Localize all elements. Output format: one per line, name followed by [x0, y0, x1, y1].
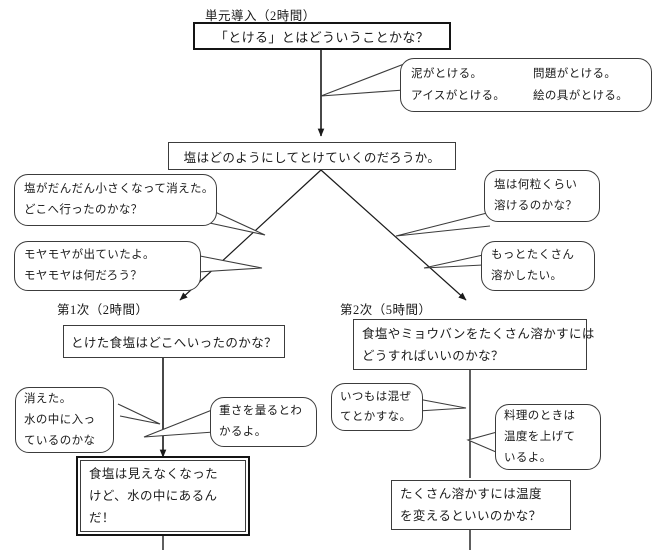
bubble-stage2-right-line-1: 料理のときは: [504, 409, 576, 422]
box-stage2-question-line-2: どうすればいいのかな？: [362, 348, 504, 363]
bubble-stage1-right-line-1: 重さを量るとわ: [219, 405, 303, 417]
bubble-tail-stage1-right: [143, 409, 215, 438]
bubble-stage2-right-line-2: 温度を上げて: [504, 430, 576, 443]
bubble-left-lower-line-1: モヤモヤが出ていたよ。: [24, 249, 155, 261]
box-stage1-conclusion-line-1: 食塩は見えなくなった: [89, 467, 219, 481]
bubble-left-upper-line-1: 塩がだんだん小さくなって消えた。: [24, 183, 214, 195]
bubble-intro-row-2: アイスがとける。 絵の具がとける。: [411, 85, 641, 107]
bubble-tail-left-lower: [197, 255, 263, 273]
bubble-right-upper-line-2: 溶けるのかな？: [494, 200, 578, 212]
bubble-left-lower[interactable]: モヤモヤが出ていたよ。 モヤモヤは何だろう？: [14, 241, 201, 291]
bubble-stage2-right[interactable]: 料理のときは 温度を上げて いるよ。: [495, 404, 601, 470]
bubble-stage2-right-line-3: いるよ。: [504, 451, 552, 464]
box-stage1-conclusion-line-3: だ！: [89, 511, 115, 525]
bubble-right-lower[interactable]: もっとたくさん 溶かしたい。: [481, 241, 595, 291]
box-stage1-question-line-1: とけた食塩はどこへいったのかな？: [70, 336, 278, 350]
box-intro-question-line-1: 「とける」とはどういうことかな？: [214, 29, 430, 45]
bubble-right-upper-line-1: 塩は何粒くらい: [494, 179, 578, 191]
box-stage2-followup-line-2: を変えるといいのかな？: [400, 509, 542, 523]
bubble-stage1-left-line-3: ているのかな: [24, 434, 96, 447]
caption-stage2: 第2次（5時間）: [340, 303, 432, 317]
bubble-tail-stage1-left: [117, 403, 161, 425]
box-main-question-line-1: 塩はどのようにしてとけていくのだろうか。: [183, 150, 441, 165]
bubble-stage2-left-line-1: いつもは混ぜ: [340, 391, 412, 403]
bubble-intro-col1-line-1: 泥がとける。: [411, 68, 483, 80]
caption-stage1: 第1次（2時間）: [57, 303, 149, 317]
box-stage2-followup-line-1: たくさん溶かすには温度: [400, 487, 542, 501]
box-main-question[interactable]: 塩はどのようにしてとけていくのだろうか。: [168, 142, 456, 170]
bubble-stage1-left-line-2: 水の中に入っ: [24, 413, 96, 426]
bubble-intro-col2-line-1: 問題がとける。: [533, 68, 617, 80]
bubble-intro-row-1: 泥がとける。 問題がとける。: [411, 63, 641, 85]
bubble-right-upper[interactable]: 塩は何粒くらい 溶けるのかな？: [484, 170, 600, 222]
box-stage1-conclusion-line-2: けど、水の中にあるん: [89, 489, 218, 503]
bubble-intro-examples[interactable]: 泥がとける。 問題がとける。 アイスがとける。 絵の具がとける。: [400, 58, 652, 112]
connector-main-to-stage2: [320, 169, 467, 301]
bubble-left-lower-line-2: モヤモヤは何だろう？: [24, 270, 143, 282]
box-stage2-question-line-1: 食塩やミョウバンをたくさん溶かすには: [362, 326, 595, 341]
bubble-tail-intro-examples: [320, 63, 405, 97]
bubble-stage1-right[interactable]: 重さを量るとわ かるよ。: [210, 397, 317, 447]
bubble-stage2-left-line-2: てとかすな。: [340, 411, 412, 423]
box-stage2-followup[interactable]: たくさん溶かすには温度 を変えるといいのかな？: [391, 480, 571, 530]
bubble-intro-col2-line-2: 絵の具がとける。: [533, 90, 629, 102]
bubble-stage1-right-line-2: かるよ。: [219, 426, 267, 438]
bubble-stage2-left[interactable]: いつもは混ぜ てとかすな。: [331, 383, 423, 431]
bubble-tail-right-lower: [423, 254, 484, 269]
bubble-stage1-left-line-1: 消えた。: [24, 392, 72, 405]
bubble-right-lower-line-1: もっとたくさん: [491, 249, 575, 261]
bubble-left-upper-line-2: どこへ行ったのかな？: [24, 204, 143, 216]
bubble-intro-col1-line-2: アイスがとける。: [411, 90, 506, 102]
box-intro-question[interactable]: 「とける」とはどういうことかな？: [193, 22, 451, 50]
box-stage1-conclusion[interactable]: 食塩は見えなくなった けど、水の中にあるん だ！: [76, 456, 250, 536]
box-stage2-question[interactable]: 食塩やミョウバンをたくさん溶かすには どうすればいいのかな？: [353, 319, 595, 370]
box-stage1-question[interactable]: とけた食塩はどこへいったのかな？: [63, 325, 285, 358]
bubble-stage1-left[interactable]: 消えた。 水の中に入っ ているのかな: [15, 387, 114, 453]
caption-unit-intro: 単元導入（2時間）: [205, 9, 316, 23]
bubble-tail-right-upper: [395, 212, 491, 237]
bubble-left-upper[interactable]: 塩がだんだん小さくなって消えた。 どこへ行ったのかな？: [14, 174, 217, 226]
bubble-right-lower-line-2: 溶かしたい。: [491, 270, 563, 282]
